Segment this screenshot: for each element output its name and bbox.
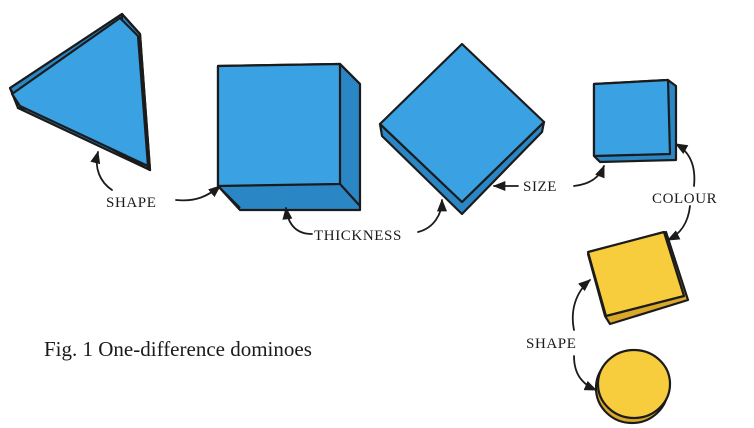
yellow-small-circle-domino xyxy=(596,350,670,423)
arrow-shape-to-yellow-circle xyxy=(574,356,596,390)
yellow-small-square-domino xyxy=(588,232,688,324)
label-colour: COLOUR xyxy=(652,191,717,207)
label-shape-1: SHAPE xyxy=(106,195,157,211)
blue-thin-diamond-domino xyxy=(380,44,544,214)
blue-thick-triangle-domino xyxy=(10,14,150,170)
square-thick-front-face xyxy=(218,64,340,186)
blue-thick-square-domino xyxy=(218,64,360,210)
small-square-face xyxy=(594,80,670,156)
arrow-thickness-to-square xyxy=(286,208,312,234)
arrow-size-to-small-square xyxy=(574,166,604,186)
arrow-shape-to-yellow-square xyxy=(573,280,590,330)
yellow-circle-face xyxy=(598,350,670,418)
triangle-main-face xyxy=(12,18,148,166)
label-size: SIZE xyxy=(523,179,557,195)
arrow-colour-to-yellow-square xyxy=(668,206,690,240)
blue-small-square-domino xyxy=(594,80,676,162)
arrow-shape-to-square xyxy=(176,186,220,200)
arrow-thickness-to-diamond xyxy=(418,200,442,232)
label-shape-2: SHAPE xyxy=(526,336,577,352)
label-thickness: THICKNESS xyxy=(314,228,402,244)
arrow-colour-to-blue-square xyxy=(676,144,694,186)
arrow-shape-to-triangle xyxy=(97,152,112,190)
figure-caption: Fig. 1 One-difference dominoes xyxy=(44,337,312,361)
diamond-top-face xyxy=(380,44,544,202)
